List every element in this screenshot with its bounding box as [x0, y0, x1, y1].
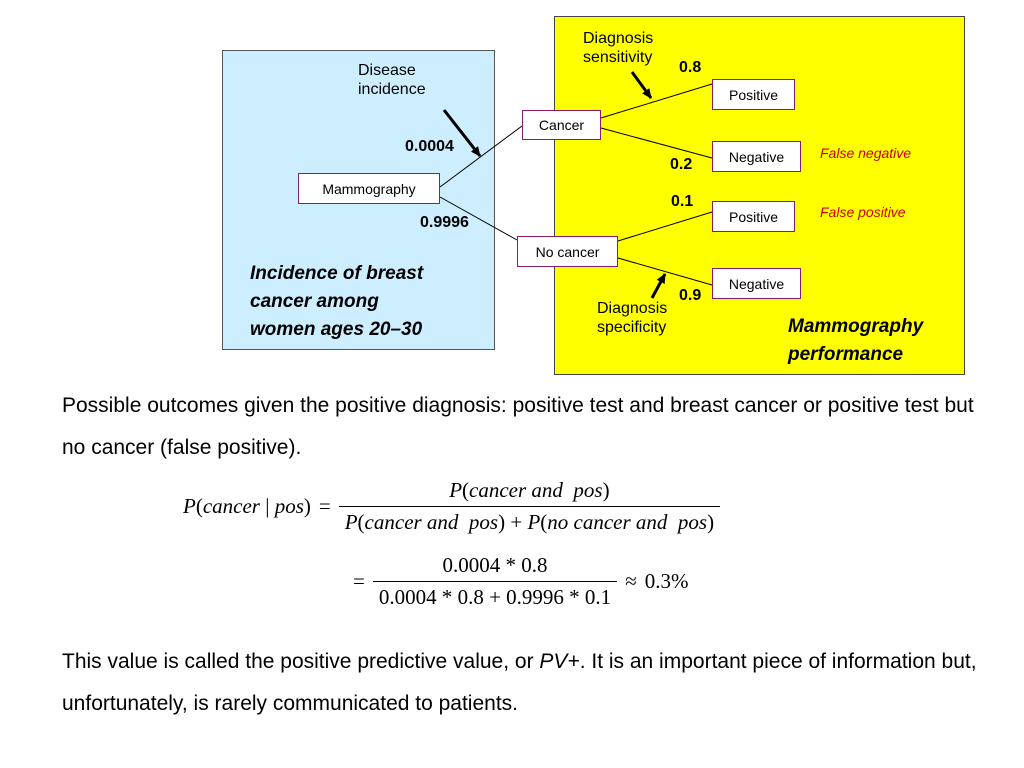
- formula-fraction-2: 0.0004 * 0.8 0.0004 * 0.8 + 0.9996 * 0.1: [372, 553, 618, 610]
- label-disease-incidence: Disease incidence: [358, 61, 426, 99]
- formula-lhs: P(cancer | pos): [183, 494, 311, 519]
- label-false-negative: False negative: [820, 145, 912, 161]
- node-cancer: Cancer: [522, 110, 601, 140]
- f1-num-close: ): [602, 478, 610, 502]
- edge-cancer-positive: [600, 83, 713, 119]
- formula-fraction-2-numerator: 0.0004 * 0.8: [442, 553, 548, 577]
- incidence-panel-title: Incidence of breast cancer among women a…: [250, 260, 423, 344]
- f1-den-p1: P: [344, 510, 358, 534]
- node-mammography: Mammography: [298, 173, 440, 204]
- formula-lhs-open: (: [195, 494, 203, 518]
- f1-num-open: (: [462, 478, 470, 502]
- f1-den-open1: (: [357, 510, 365, 534]
- formula-lhs-bar: |: [259, 494, 275, 518]
- formula-equals-1: =: [318, 494, 331, 518]
- label-disease-incidence-line1: Disease: [358, 62, 416, 79]
- formula-fraction-1: P(cancer and pos) P(cancer and pos) + P(…: [338, 478, 721, 535]
- label-disease-incidence-line2: incidence: [358, 81, 426, 99]
- edge-mammography-cancer: [439, 125, 523, 188]
- paragraph-ppv-text-2: . It is an important piece of informatio…: [62, 650, 977, 715]
- prob-no-cancer: 0.9996: [420, 214, 469, 231]
- node-negative-cancer: Negative: [712, 141, 801, 172]
- f1-den-close1: ): [498, 510, 506, 534]
- node-no-cancer: No cancer: [517, 236, 618, 267]
- performance-title-line2: performance: [788, 344, 904, 365]
- formula-fraction-1-denominator: P(cancer and pos) + P(no cancer and pos): [338, 506, 721, 535]
- f1-den-close2: ): [707, 510, 715, 534]
- label-sensitivity-line1: Diagnosis: [583, 30, 654, 47]
- formula-lhs-p: P: [183, 494, 196, 518]
- formula-lhs-cancer: cancer: [202, 494, 260, 518]
- f1-den-var1: cancer and pos: [364, 510, 499, 534]
- formula-fraction-2-denominator: 0.0004 * 0.8 + 0.9996 * 0.1: [372, 581, 618, 610]
- formula-fraction-1-numerator: P(cancer and pos): [443, 478, 615, 506]
- prob-sensitivity: 0.8: [679, 59, 702, 76]
- tree-edges: [439, 71, 713, 299]
- paragraph-ppv-term: PV+: [539, 650, 580, 673]
- edge-nocancer-negative: [617, 257, 713, 286]
- f1-den-plus: +: [505, 510, 528, 534]
- prob-false-positive: 0.1: [671, 193, 694, 210]
- formula-result: 0.3%: [644, 569, 689, 593]
- f1-den-var2: no cancer and pos: [547, 510, 708, 534]
- f1-den-p2: P: [527, 510, 541, 534]
- label-false-positive: False positive: [820, 204, 906, 220]
- paragraph-ppv-text-1: This value is called the positive predic…: [62, 650, 540, 673]
- label-specificity-line1: Diagnosis: [597, 300, 668, 317]
- arrow-disease-incidence: [442, 109, 482, 157]
- formula-lhs-pos: pos: [274, 494, 304, 518]
- paragraph-ppv: This value is called the positive predic…: [62, 641, 982, 725]
- node-positive-cancer: Positive: [712, 79, 795, 110]
- f1-num-p: P: [449, 478, 463, 502]
- incidence-title-line1: Incidence of breast: [250, 263, 424, 284]
- f1-num-var: cancer and pos: [469, 478, 603, 502]
- node-negative-no-cancer: Negative: [712, 268, 801, 299]
- performance-panel-title: Mammography performance: [788, 313, 923, 369]
- edge-mammography-nocancer: [439, 196, 518, 241]
- performance-panel: [554, 16, 965, 375]
- f1-den-open2: (: [540, 510, 548, 534]
- paragraph-outcomes: Possible outcomes given the positive dia…: [62, 394, 974, 459]
- prob-cancer: 0.0004: [405, 138, 454, 155]
- label-specificity-line2: specificity: [597, 319, 667, 337]
- prob-specificity: 0.9: [679, 287, 702, 304]
- performance-title-line1: Mammography: [788, 316, 924, 337]
- label-sensitivity-line2: sensitivity: [583, 49, 653, 67]
- formula-ppv-numeric: = 0.0004 * 0.8 0.0004 * 0.8 + 0.9996 * 0…: [345, 553, 688, 610]
- formula-ppv: P(cancer | pos) = P(cancer and pos) P(ca…: [183, 478, 721, 535]
- incidence-title-line3: women ages 20–30: [250, 319, 423, 340]
- formula-equals-2: =: [353, 569, 365, 593]
- incidence-title-line2: cancer among: [250, 291, 379, 312]
- edge-cancer-negative: [600, 127, 713, 159]
- formula-approx: ≈: [625, 569, 637, 593]
- arrow-diagnosis-sensitivity: [630, 71, 653, 99]
- label-diagnosis-specificity: Diagnosis specificity: [597, 299, 667, 337]
- edge-nocancer-positive: [617, 211, 713, 242]
- formula-lhs-close: ): [303, 494, 311, 518]
- prob-false-negative: 0.2: [670, 156, 693, 173]
- node-positive-no-cancer: Positive: [712, 201, 795, 232]
- label-diagnosis-sensitivity: Diagnosis sensitivity: [583, 29, 653, 67]
- arrow-diagnosis-specificity: [650, 273, 667, 299]
